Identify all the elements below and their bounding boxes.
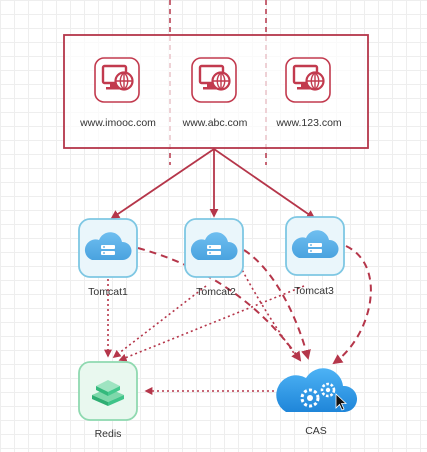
cas-label: CAS [305, 425, 327, 437]
site-label: www.imooc.com [79, 117, 156, 129]
tomcat-label: Tomcat2 [196, 286, 236, 298]
cloud-server-icon [291, 230, 339, 258]
mouse-cursor-icon [335, 393, 348, 411]
site-node[interactable] [191, 57, 237, 103]
connector-tomcat2-to-cas [243, 249, 311, 360]
connector-site-to-tomcat3 [213, 148, 316, 220]
redis-stack-icon [92, 380, 124, 406]
tomcat-node[interactable] [184, 218, 244, 278]
connector-tomcat3-to-cas [332, 245, 372, 365]
redis-node[interactable] [78, 361, 138, 421]
redis-label: Redis [95, 428, 122, 440]
website-icon [94, 57, 140, 103]
connector-site-to-tomcat1 [110, 148, 215, 220]
site-node[interactable] [94, 57, 140, 103]
site-label: www.abc.com [182, 117, 248, 129]
connector-tomcat2-to-redis [112, 285, 207, 358]
tomcat-label: Tomcat1 [88, 286, 128, 298]
cloud-gears-icon [276, 368, 358, 412]
website-icon [191, 57, 237, 103]
tomcat-label: Tomcat3 [294, 285, 334, 297]
site-label: www.123.com [275, 117, 342, 129]
connector-tomcat3-to-redis [118, 285, 305, 362]
connector-tomcat1-to-cas [137, 247, 302, 362]
connector-tomcat2-to-cas-dotted [239, 265, 297, 357]
cas-node[interactable] [276, 368, 358, 412]
tomcat-node[interactable] [285, 216, 345, 276]
website-icon [285, 57, 331, 103]
site-node[interactable] [285, 57, 331, 103]
tomcat-node[interactable] [78, 218, 138, 278]
cloud-server-icon [190, 232, 238, 260]
cloud-server-icon [84, 232, 132, 260]
